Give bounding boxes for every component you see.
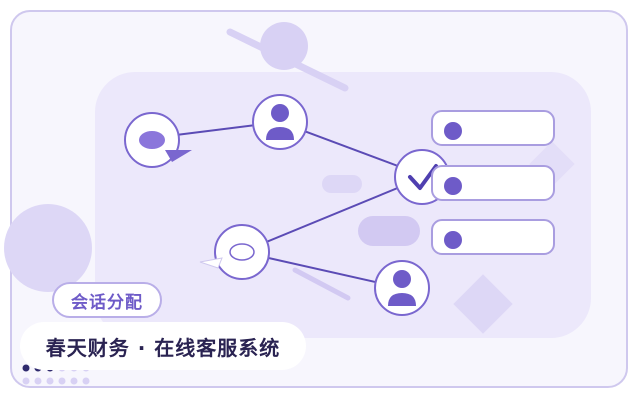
person-avatar-icon	[252, 94, 308, 150]
decor-circle-left	[4, 204, 92, 292]
badge-label: 会话分配	[71, 292, 143, 313]
agent-avatar-icon	[374, 260, 430, 316]
decor-pill-medium	[358, 216, 420, 246]
session-assignment-badge: 会话分配	[52, 282, 162, 318]
chat-outline-icon	[199, 224, 270, 280]
slot-status-dot	[444, 231, 462, 249]
product-title-banner: 春天财务 · 在线客服系统	[20, 322, 306, 370]
agent-slot-1	[431, 110, 555, 146]
chat-bubble-icon	[124, 112, 192, 168]
slot-status-dot	[444, 177, 462, 195]
decor-stripe-small	[292, 267, 351, 301]
decor-diamond-bottom	[453, 274, 513, 334]
decor-circle-top	[260, 22, 308, 70]
banner-title: 春天财务 · 在线客服系统	[45, 335, 281, 360]
slot-status-dot	[444, 122, 462, 140]
decor-pill-small	[322, 175, 362, 193]
agent-slot-2	[431, 165, 555, 201]
agent-slot-3	[431, 219, 555, 255]
